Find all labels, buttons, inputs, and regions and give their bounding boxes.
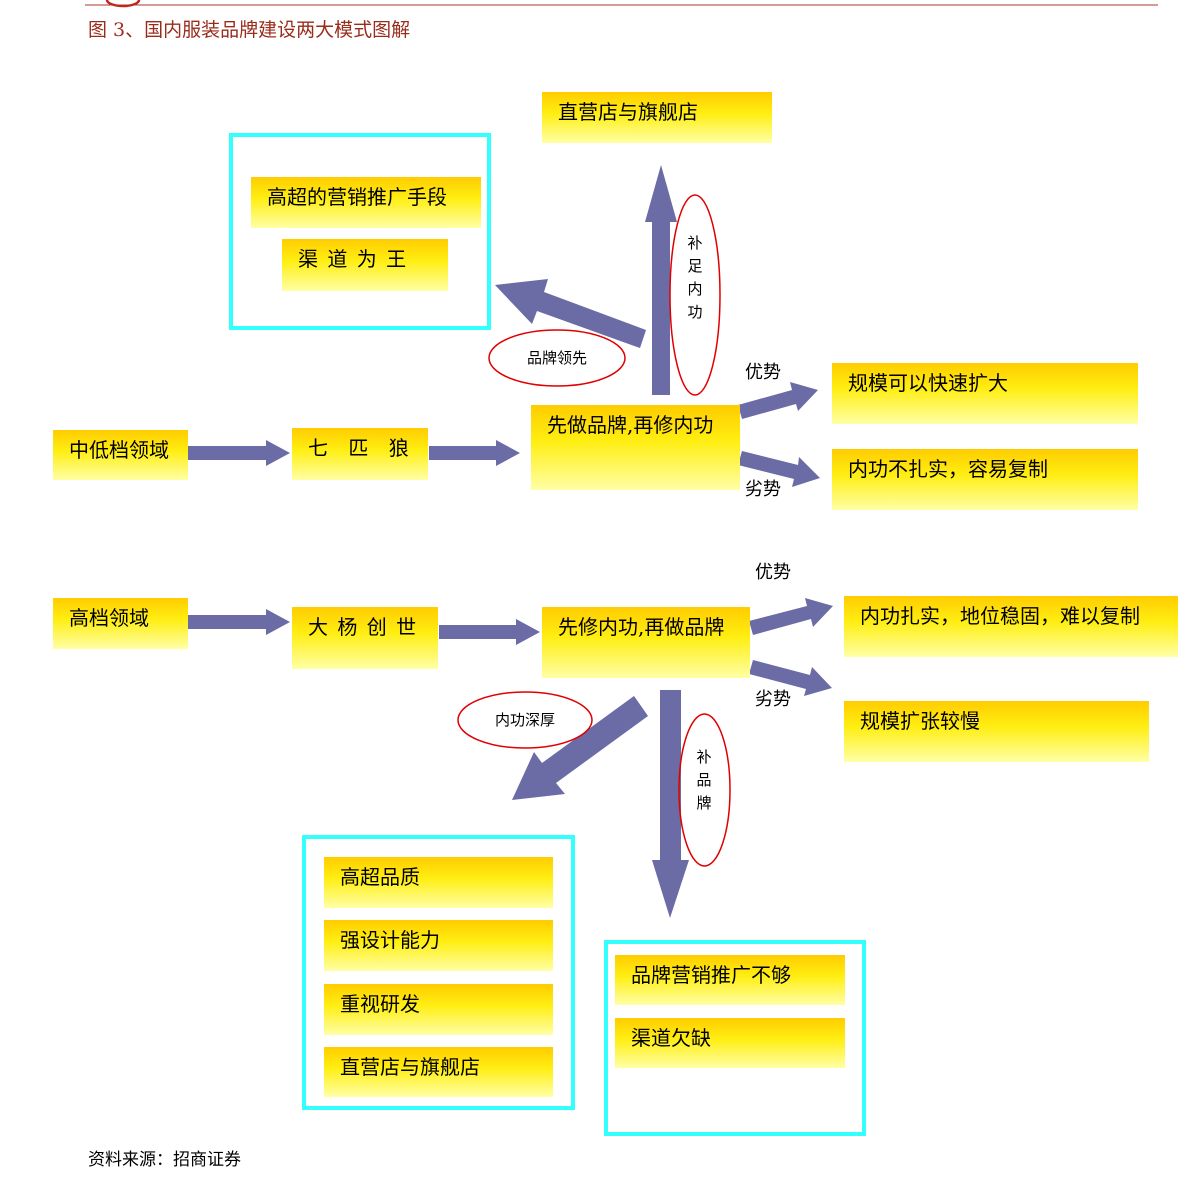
a-lead-item: 渠 道 为 王 (282, 239, 448, 291)
arrow-a-to-supplement-result (645, 165, 677, 395)
b-market-box: 高档领域 (53, 598, 188, 649)
source-note: 资料来源：招商证券 (88, 1150, 241, 1170)
arrow-b-to-advantage (749, 598, 833, 635)
a-advantage-label: 优势 (745, 362, 781, 383)
arrow-a-brand-to-strategy (429, 440, 520, 466)
b-advantage-box: 内功扎实，地位稳固，难以复制 (844, 596, 1178, 657)
b-strength-item: 高超品质 (324, 857, 553, 908)
a-supplement-label: 补足内功 (687, 234, 703, 321)
a-lead-frame (229, 133, 491, 330)
oval-b-strength (457, 691, 593, 749)
b-strength-frame (302, 835, 575, 1110)
b-advantage-label: 优势 (755, 562, 791, 583)
b-disadvantage-label: 劣势 (755, 689, 791, 710)
arrow-a-to-lead-frame (495, 279, 646, 348)
a-lead-label: 品牌领先 (526, 349, 587, 367)
a-strategy-box: 先做品牌,再修内功 (531, 405, 740, 490)
arrow-b-brand-to-strategy (439, 619, 540, 645)
b-strength-item: 重视研发 (324, 984, 553, 1035)
b-strength-item: 强设计能力 (324, 920, 553, 971)
b-strategy-box: 先修内功,再做品牌 (542, 607, 750, 678)
b-strength-item: 直营店与旗舰店 (324, 1047, 553, 1097)
b-brand-box: 大 杨 创 世 (292, 607, 438, 669)
b-supplement-item: 品牌营销推广不够 (615, 955, 845, 1005)
header-logo (105, 0, 141, 8)
a-supplement-result-box: 直营店与旗舰店 (542, 92, 772, 143)
a-market-box: 中低档领域 (53, 430, 188, 480)
b-strength-label: 内功深厚 (494, 711, 555, 729)
b-supplement-item: 渠道欠缺 (615, 1018, 845, 1068)
a-lead-item: 高超的营销推广手段 (251, 177, 481, 228)
a-disadvantage-label: 劣势 (745, 479, 781, 500)
arrow-b-to-disadvantage (749, 660, 832, 696)
oval-a-supplement (669, 194, 721, 396)
arrow-a-to-advantage (738, 382, 818, 419)
figure-title: 图 3、国内服装品牌建设两大模式图解 (88, 19, 411, 41)
b-supplement-label: 补品牌 (696, 748, 712, 812)
a-disadvantage-box: 内功不扎实，容易复制 (832, 449, 1138, 510)
a-brand-box: 七 匹 狼 (292, 428, 428, 480)
arrow-a-to-disadvantage (738, 451, 820, 487)
arrow-b-to-supplement-frame (652, 690, 689, 918)
b-disadvantage-box: 规模扩张较慢 (844, 701, 1149, 762)
arrow-b-to-strength-frame (512, 696, 648, 800)
oval-a-lead (488, 329, 626, 387)
oval-b-supplement (678, 713, 731, 867)
arrow-a-market-to-brand (188, 440, 290, 466)
b-supplement-frame (604, 940, 866, 1136)
arrow-b-market-to-brand (188, 609, 290, 635)
a-advantage-box: 规模可以快速扩大 (832, 363, 1138, 424)
